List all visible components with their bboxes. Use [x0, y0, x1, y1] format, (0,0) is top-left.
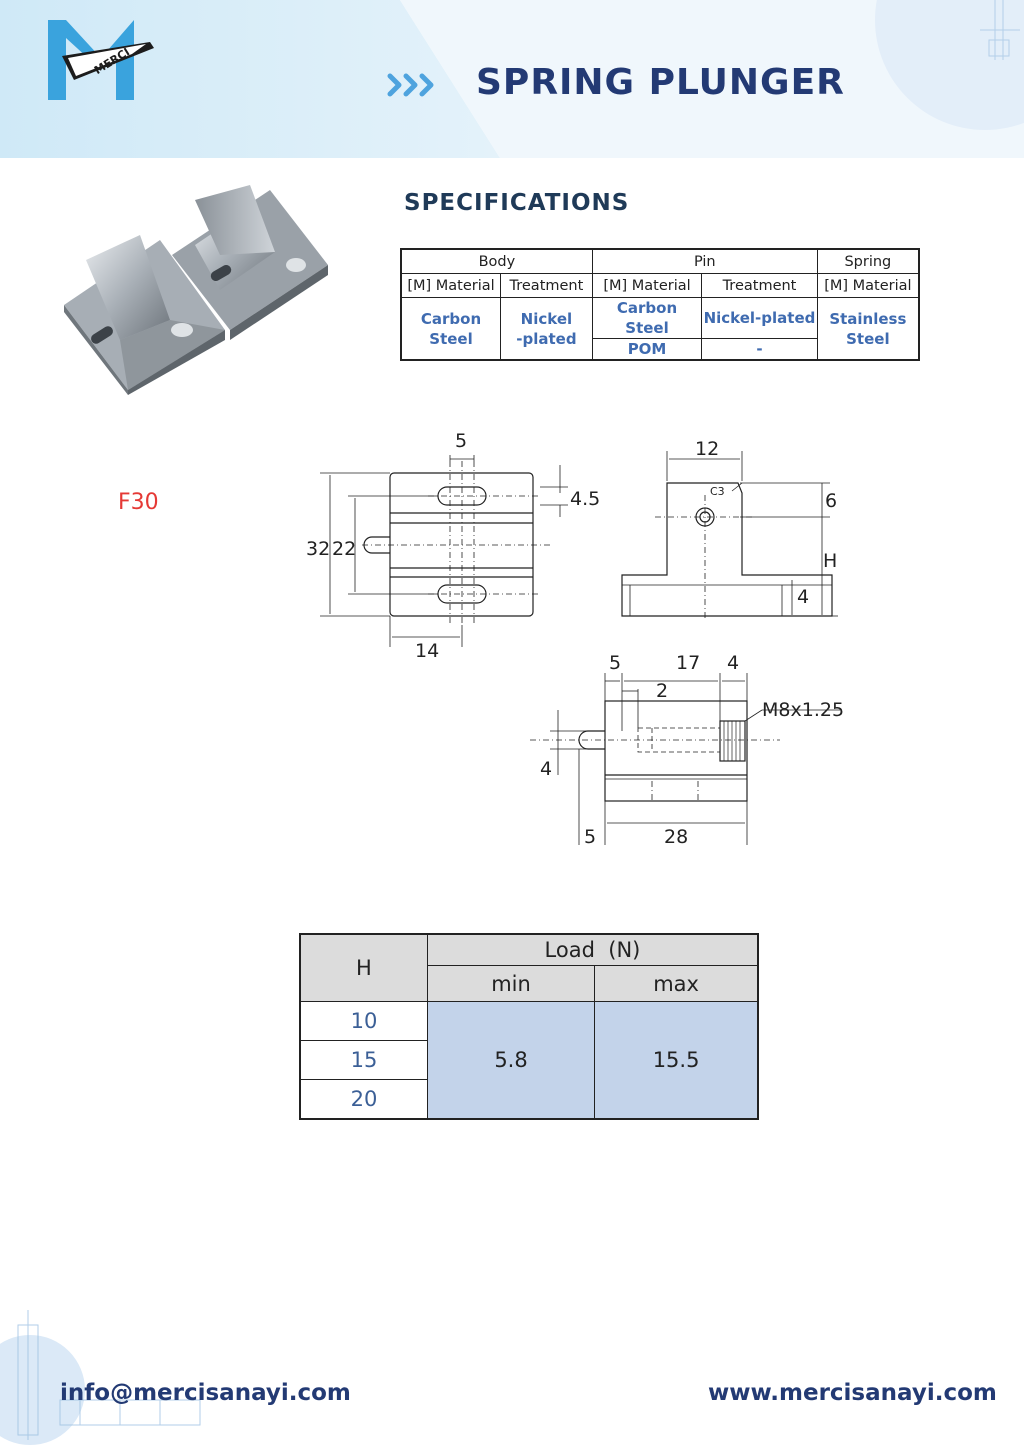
cell-pin-treatment-1: Nickel-plated [701, 297, 818, 339]
load-max-value: 15.5 [594, 1001, 759, 1120]
body-treatment-line2: -plated [516, 329, 577, 348]
dim-5-front: 5 [455, 430, 467, 452]
model-label: F30 [118, 490, 159, 515]
h-value-15: 15 [299, 1040, 428, 1080]
technical-drawing: 5 4.5 32 22 14 12 C3 6 H 4 5 17 4 2 M8x1… [306, 430, 844, 848]
chevrons-icon [386, 70, 442, 108]
cell-pin-material-2: POM [591, 338, 703, 361]
body-material-line2: Steel [429, 329, 473, 348]
col-header-pin-material: [M] Material [591, 273, 703, 298]
col-header-body-treatment: Treatment [500, 273, 593, 298]
dim-5-pin: 5 [584, 826, 596, 848]
load-table: H Load (N) min max 10 5.8 15.5 15 20 [299, 933, 759, 1120]
col-header-spring-material: [M] Material [816, 273, 920, 298]
corner-drawing-decoration [980, 0, 1020, 60]
load-table-h-header: H [299, 933, 428, 1002]
footer-decoration [0, 1310, 201, 1445]
load-table-load-header: Load (N) [426, 933, 759, 967]
merci-logo: MERCI [46, 18, 156, 102]
specifications-title: SPECIFICATIONS [404, 190, 630, 216]
footer-website-link[interactable]: www.mercisanayi.com [708, 1380, 997, 1406]
cell-pin-material-1: Carbon Steel [591, 297, 703, 339]
load-table-max-header: max [594, 965, 759, 1002]
footer-email-link[interactable]: info@mercisanayi.com [60, 1380, 351, 1406]
dim-4-5: 4.5 [570, 488, 600, 510]
dim-17: 17 [676, 652, 700, 674]
dim-32: 32 [306, 538, 330, 560]
col-header-pin-treatment: Treatment [701, 273, 818, 298]
cell-body-treatment: Nickel -plated [500, 297, 593, 361]
spring-material-line2: Steel [846, 329, 890, 348]
dim-28: 28 [664, 826, 688, 848]
body-treatment-line1: Nickel [520, 309, 573, 328]
dim-12: 12 [695, 438, 719, 460]
cell-pin-treatment-2: - [701, 338, 818, 361]
col-header-body-material: [M] Material [400, 273, 502, 298]
cell-spring-material: Stainless Steel [816, 297, 920, 361]
group-header-body: Body [400, 248, 593, 274]
dim-5-bottom: 5 [609, 652, 621, 674]
dim-2: 2 [656, 680, 668, 702]
specifications-table: Body Pin Spring [M] Material Treatment [… [400, 248, 920, 361]
cell-body-material: Carbon Steel [400, 297, 502, 361]
page-title: SPRING PLUNGER [476, 62, 845, 103]
dim-c3: C3 [710, 485, 725, 498]
dim-thread: M8x1.25 [762, 699, 844, 721]
dim-h: H [823, 550, 837, 572]
dim-4-bottom: 4 [727, 652, 739, 674]
load-table-min-header: min [426, 965, 596, 1002]
load-min-value: 5.8 [426, 1001, 596, 1120]
body-material-line1: Carbon [420, 309, 482, 328]
dim-22: 22 [332, 538, 356, 560]
dim-4-side: 4 [797, 586, 809, 608]
group-header-spring: Spring [816, 248, 920, 274]
dim-14: 14 [415, 640, 439, 662]
product-image [64, 185, 328, 395]
dim-4-pin: 4 [540, 758, 552, 780]
group-header-pin: Pin [591, 248, 818, 274]
spring-material-line1: Stainless [829, 309, 907, 328]
h-value-20: 20 [299, 1079, 428, 1120]
dim-6: 6 [825, 490, 837, 512]
h-value-10: 10 [299, 1001, 428, 1041]
